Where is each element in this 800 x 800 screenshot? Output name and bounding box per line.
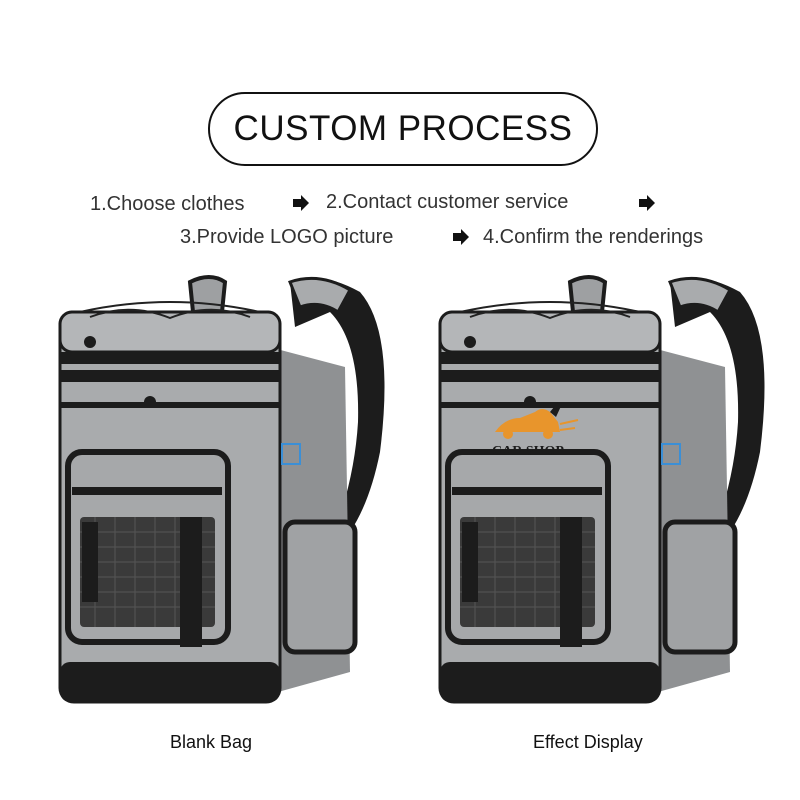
arrow-right-icon [293, 195, 309, 211]
step-confirm-renderings: 4.Confirm the renderings [483, 226, 704, 248]
step-provide-logo: 3.Provide LOGO picture [180, 226, 394, 248]
page-title: CUSTOM PROCESS [208, 92, 598, 166]
caption-effect-display: Effect Display [533, 732, 643, 752]
car-shop-logo: CAR SHOP [492, 402, 579, 459]
step-choose-clothes: 1.Choose clothes [90, 193, 245, 215]
blank-bag-image [58, 275, 385, 704]
effect-display-bag-image: CAR SHOP [438, 275, 765, 704]
caption-blank-bag: Blank Bag [170, 732, 253, 752]
step-contact-service: 2.Contact customer service [326, 191, 569, 213]
arrow-right-icon [453, 229, 469, 245]
arrow-right-icon [639, 195, 655, 211]
logo-text: CAR SHOP [492, 444, 564, 459]
